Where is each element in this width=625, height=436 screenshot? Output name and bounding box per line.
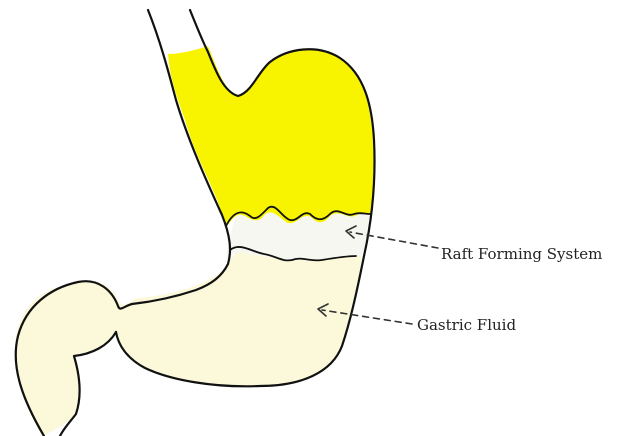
gastric-fluid-label: Gastric Fluid [417,316,516,334]
raft-forming-system-label: Raft Forming System [441,245,602,263]
raft-layer-region [168,46,374,226]
gastric-fluid-region [14,252,362,436]
